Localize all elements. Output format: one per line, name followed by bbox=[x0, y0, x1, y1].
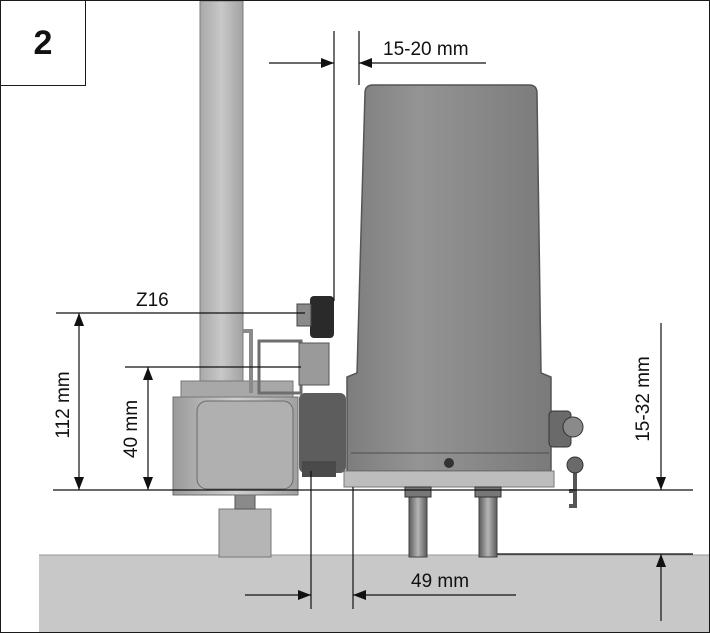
motor-housing bbox=[346, 84, 552, 472]
label-49mm: 49 mm bbox=[411, 571, 469, 592]
label-40mm: 40 mm bbox=[121, 400, 142, 458]
step-number: 2 bbox=[33, 23, 53, 62]
label-15-32mm: 15-32 mm bbox=[633, 356, 654, 442]
label-z16: Z16 bbox=[136, 290, 169, 311]
step-number-box: 2 bbox=[1, 1, 86, 86]
post-foot bbox=[218, 508, 272, 558]
key-icon bbox=[569, 459, 577, 508]
gate-post bbox=[199, 1, 244, 402]
ground-base bbox=[39, 555, 709, 632]
gear-z16 bbox=[310, 296, 334, 338]
motor-screw bbox=[444, 458, 454, 468]
label-112mm: 112 mm bbox=[53, 371, 74, 438]
mounting-bracket bbox=[257, 339, 303, 395]
label-15-20mm: 15-20 mm bbox=[383, 39, 469, 60]
pinion bbox=[298, 342, 330, 386]
